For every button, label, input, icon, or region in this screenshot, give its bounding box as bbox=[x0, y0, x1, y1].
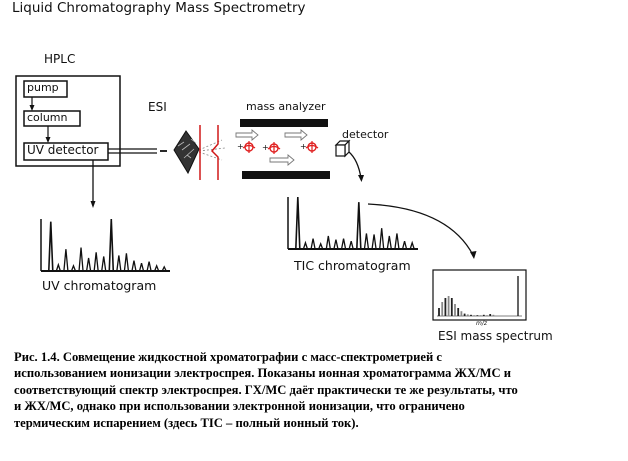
tic-peak bbox=[340, 238, 347, 250]
uv-peak bbox=[116, 255, 122, 272]
uv-peak bbox=[123, 253, 130, 272]
esi-label: ESI bbox=[148, 100, 167, 114]
lcms-diagram: + + + bbox=[15, 75, 527, 321]
uv-peak bbox=[47, 221, 54, 272]
caption-line: соответствующий спектр электроспрея. ГХ/… bbox=[14, 382, 518, 397]
tic-peak bbox=[371, 234, 377, 250]
tic-peak bbox=[302, 240, 309, 250]
svg-text:+: + bbox=[237, 142, 244, 151]
esi-electrodes bbox=[199, 125, 219, 180]
tic-chromatogram-label: TIC chromatogram bbox=[294, 258, 411, 273]
tic-peak bbox=[379, 228, 385, 250]
tic-peak bbox=[310, 238, 316, 250]
uv-peak bbox=[93, 252, 99, 272]
tic-peak bbox=[394, 233, 400, 250]
figure-caption: Рис. 1.4. Совмещение жидкостной хроматог… bbox=[14, 349, 614, 431]
uv-peak bbox=[55, 262, 61, 272]
uv-peak bbox=[101, 256, 107, 272]
caption-line: использованием ионизации электроспрея. П… bbox=[14, 366, 511, 381]
esi-spectrum-label: ESI mass spectrum bbox=[438, 329, 553, 343]
uv-peak bbox=[85, 257, 92, 272]
uv-chromatogram-plot bbox=[40, 218, 170, 272]
caption-line: Рис. 1.4. Совмещение жидкостной хроматог… bbox=[14, 350, 442, 364]
column-box bbox=[23, 110, 81, 127]
analyzer-rod-bottom bbox=[242, 171, 330, 179]
pump-box bbox=[23, 80, 68, 98]
tic-peak bbox=[318, 241, 324, 250]
ion: + bbox=[262, 142, 281, 154]
caption-line: термическим испарением (здесь TIC – полн… bbox=[14, 415, 359, 430]
uv-peak bbox=[138, 263, 145, 272]
uv-chromatogram-label: UV chromatogram bbox=[42, 278, 157, 293]
ions: + + + bbox=[237, 141, 319, 154]
hplc-label: HPLC bbox=[44, 52, 76, 66]
uv-peak bbox=[154, 263, 160, 272]
esi-spectrum-frame bbox=[432, 269, 527, 321]
analyzer-rod-top bbox=[240, 119, 328, 127]
uv-peak bbox=[70, 263, 77, 272]
ion-flow-arrows bbox=[235, 129, 308, 166]
uv-detector-box bbox=[23, 142, 109, 161]
svg-text:+: + bbox=[300, 142, 307, 151]
tic-peak bbox=[363, 233, 370, 250]
tic-peak bbox=[356, 202, 362, 250]
uv-peak bbox=[63, 249, 69, 272]
tic-chromatogram-plot bbox=[287, 196, 418, 250]
figure-title: Liquid Chromatography Mass Spectrometry bbox=[12, 0, 306, 16]
uv-peak bbox=[131, 260, 137, 272]
tic-peak bbox=[295, 196, 301, 250]
caption-line: и ЖХ/МС, однако при использовании электр… bbox=[14, 399, 465, 414]
detector-label: detector bbox=[342, 128, 389, 141]
hplc-outer-box bbox=[15, 75, 121, 167]
ion: + bbox=[300, 141, 319, 153]
tic-peak bbox=[333, 239, 339, 250]
column-label: column bbox=[27, 111, 68, 124]
mass-analyzer-label: mass analyzer bbox=[246, 100, 326, 113]
tic-peak bbox=[348, 241, 354, 250]
tic-peak bbox=[386, 235, 392, 250]
tic-peak bbox=[325, 235, 331, 250]
uv-peak bbox=[78, 247, 84, 272]
esi-spray bbox=[173, 130, 226, 175]
pump-label: pump bbox=[27, 81, 59, 94]
uv-detector-label: UV detector bbox=[27, 143, 99, 157]
detector-cube bbox=[334, 139, 351, 158]
ion: + bbox=[237, 141, 256, 153]
esi-spectrum-plot bbox=[437, 276, 522, 317]
mz-axis-label: m/z bbox=[476, 320, 488, 327]
tic-peak bbox=[409, 240, 415, 250]
detector-output-arrow bbox=[348, 151, 362, 179]
hplc-system bbox=[15, 75, 167, 208]
tic-to-spectrum-arrow bbox=[367, 203, 474, 256]
tic-peak bbox=[401, 241, 408, 250]
svg-text:+: + bbox=[262, 143, 269, 152]
uv-peak bbox=[146, 261, 152, 272]
uv-peak bbox=[161, 265, 167, 272]
uv-peak bbox=[108, 218, 115, 272]
